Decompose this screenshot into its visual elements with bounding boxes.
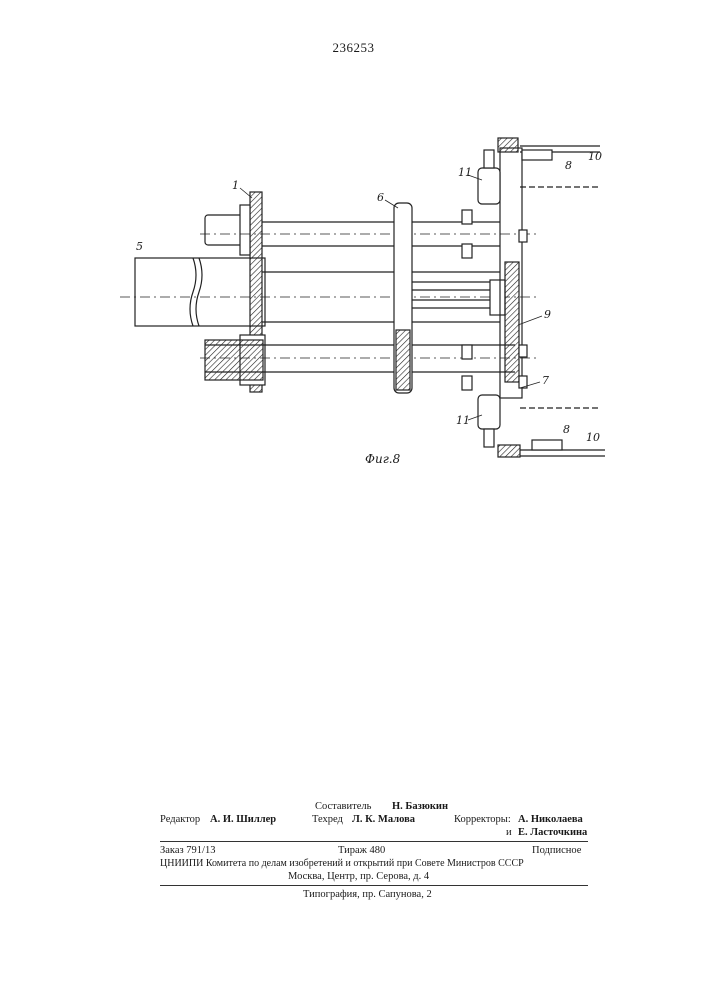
- print-info: Заказ 791/13 Тираж 480 Подписное ЦНИИПИ …: [160, 844, 588, 883]
- techred-name: Л. К. Малова: [352, 813, 415, 826]
- subscription: Подписное: [532, 844, 581, 857]
- corrector-1: А. Николаева: [518, 813, 583, 826]
- colophon: Составитель Н. Базюкин Редактор А. И. Ши…: [160, 800, 588, 839]
- part-label-7: 7: [542, 374, 549, 387]
- part-label-1: 1: [232, 179, 239, 192]
- part-label-10-bottom: 10: [586, 431, 600, 444]
- lower-tube: [205, 340, 263, 380]
- techred-label: Техред: [312, 813, 343, 826]
- part-label-5: 5: [136, 240, 143, 253]
- editor-label: Редактор: [160, 813, 200, 826]
- part-label-9: 9: [544, 308, 551, 321]
- part-label-6: 6: [377, 191, 384, 204]
- circulation: Тираж 480: [338, 844, 385, 857]
- upper-stub: [205, 215, 245, 245]
- corrector-2: Е. Ласточкина: [518, 826, 587, 839]
- compiler-label: Составитель: [315, 800, 371, 813]
- printing-info: Типография, пр. Сапунова, 2: [160, 888, 588, 901]
- technical-drawing: 1 5 6 7 8 8 9 10 10 11 11 Фиг.8: [0, 0, 707, 500]
- part-label-8-bottom: 8: [563, 423, 570, 436]
- order-number: Заказ 791/13: [160, 844, 215, 857]
- figure-caption: Фиг.8: [365, 452, 401, 466]
- cylinder-11-bottom: [478, 395, 500, 429]
- plate-9: [505, 262, 519, 382]
- divider-bottom: [160, 885, 588, 886]
- editor-name: А. И. Шиллер: [210, 813, 276, 826]
- address: Москва, Центр, пр. Серова, д. 4: [288, 870, 429, 883]
- correctors-label: Корректоры:: [454, 813, 511, 826]
- institute: ЦНИИПИ Комитета по делам изобретений и о…: [160, 857, 524, 870]
- part-label-10-top: 10: [588, 150, 602, 163]
- corrector-conj: и: [506, 826, 512, 839]
- part-label-8-top: 8: [565, 159, 572, 172]
- part-label-11-bottom: 11: [456, 414, 470, 427]
- cylinder-11-top: [478, 168, 500, 204]
- compiler-name: Н. Базюкин: [392, 800, 448, 813]
- part-label-11-top: 11: [458, 166, 472, 179]
- motor-shaft: [135, 258, 265, 326]
- printing-house: Типография, пр. Сапунова, 2: [303, 888, 432, 901]
- divider-top: [160, 841, 588, 842]
